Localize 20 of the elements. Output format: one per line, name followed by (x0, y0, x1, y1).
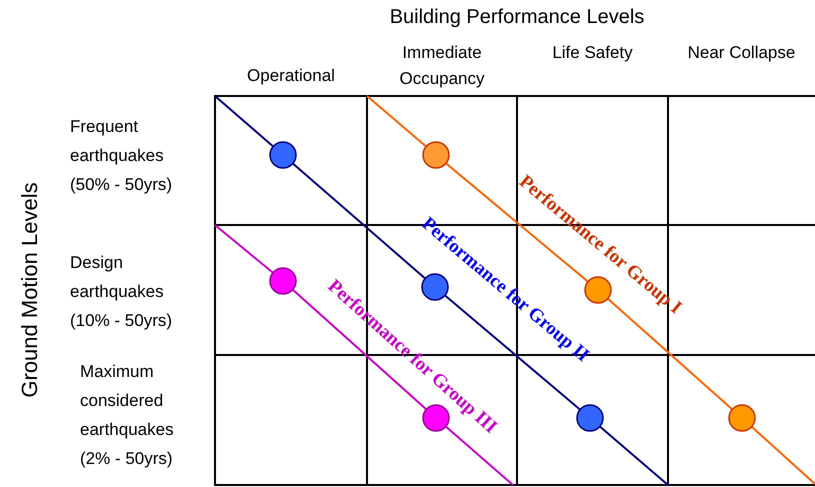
column-header: Operational (246, 66, 336, 86)
performance-line (607, 298, 733, 410)
performance-line (292, 288, 427, 410)
performance-dot (422, 141, 450, 169)
performance-dot (269, 267, 297, 295)
chart-title: Building Performance Levels (390, 6, 644, 29)
row-header: Design earthquakes (10% - 50yrs) (70, 252, 174, 332)
row-header: Maximum considered earthquakes (2% - 50yrs) (80, 361, 175, 470)
column-header: Near Collapse (686, 42, 796, 64)
performance-dot (584, 276, 612, 304)
performance-dot (728, 404, 756, 432)
column-header: Life Safety (551, 42, 634, 64)
performance-line (292, 162, 426, 280)
row-header: Frequent earthquakes (50% - 50yrs) (70, 116, 174, 196)
column-header: Immediate Occupancy (398, 42, 486, 90)
performance-line (444, 294, 581, 410)
performance-dot (576, 404, 604, 432)
performance-line (445, 162, 589, 282)
performance-dot (269, 141, 297, 169)
axis-title: Ground Motion Levels (17, 182, 43, 398)
